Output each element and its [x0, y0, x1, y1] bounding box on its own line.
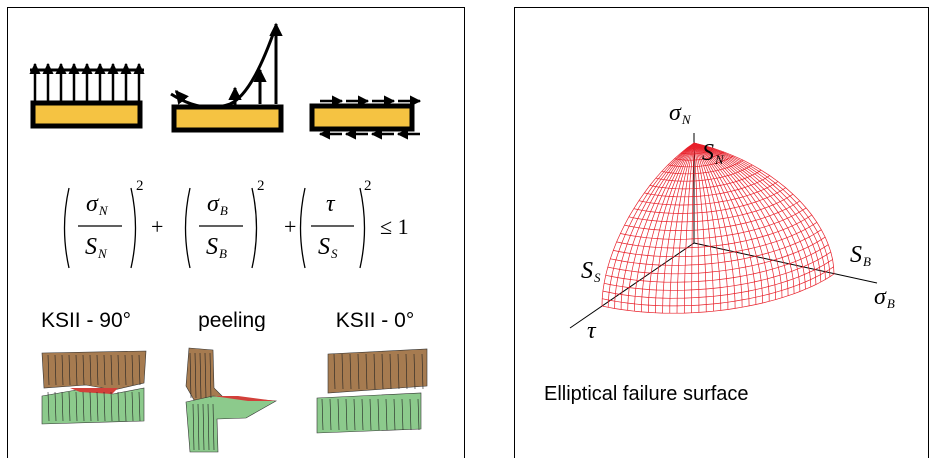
mesh-longitude: [648, 142, 695, 313]
right-panel: σN SN SB σB SS τ Elliptical failure surf…: [514, 7, 929, 458]
formula-num-3: τ: [326, 191, 335, 217]
mesh-longitude: [655, 142, 695, 313]
mesh-longitude: [693, 142, 700, 313]
axis-label-tau: τ: [587, 318, 596, 344]
mesh-longitude: [693, 142, 789, 296]
mesh-longitude: [601, 142, 695, 307]
failure-surface-mesh: [601, 142, 835, 314]
plus-1: +: [151, 214, 164, 239]
mesh-longitude: [693, 142, 757, 305]
mesh-longitude: [693, 142, 750, 306]
mesh-longitude: [676, 142, 695, 314]
strength-label-s-n: SN: [702, 140, 724, 167]
axis-label-sigma-n: σN: [669, 100, 691, 127]
adhesive-layer-shear: [309, 103, 415, 132]
mesh-longitude: [641, 142, 695, 312]
mesh-longitude: [693, 142, 763, 304]
uniform-tension-diagram: [29, 62, 145, 129]
adhesive-layer-peeling: [171, 104, 284, 133]
mesh-longitude: [693, 142, 812, 287]
mesh-longitude: [634, 142, 695, 312]
failure-surface-plot: [569, 133, 878, 329]
mesh-longitude: [693, 142, 822, 283]
mesh-longitude: [691, 142, 695, 313]
left-panel: σN SN 2 + σB SB 2 + τ SS 2 ≤ 1 KSII - 90…: [7, 7, 465, 458]
shear-diagram: [309, 95, 422, 140]
tension-arrows: [29, 62, 145, 101]
formula-relation: ≤ 1: [380, 214, 409, 239]
exponent-1: 2: [136, 178, 144, 194]
mesh-longitude: [693, 142, 817, 285]
mesh-longitude: [693, 142, 729, 310]
mesh-longitude: [693, 142, 707, 312]
strength-label-s-b: SB: [850, 242, 871, 269]
mesh-longitude: [614, 142, 695, 309]
formula-num-1: σN: [86, 191, 108, 218]
formula-den-2: SB: [206, 234, 227, 261]
mesh-longitude: [693, 142, 801, 292]
peel-arrow: [174, 89, 189, 105]
plus-2: +: [284, 214, 297, 239]
mesh-longitude: [693, 142, 831, 277]
mode-label-peeling: peeling: [198, 309, 266, 331]
formula-den-1: SN: [85, 234, 107, 261]
mesh-longitude: [693, 142, 714, 312]
exponent-3: 2: [364, 178, 372, 194]
mesh-longitude: [662, 142, 695, 314]
mesh-longitude: [693, 142, 795, 294]
mode-label-ksii-0: KSII - 0°: [335, 309, 415, 331]
mesh-longitude: [693, 142, 777, 300]
strength-label-s-s: SS: [581, 258, 601, 285]
axis-label-sigma-b: σB: [874, 284, 895, 311]
peeling-load-diagram: [170, 22, 284, 133]
mesh-longitude: [693, 142, 835, 275]
surface-caption: Elliptical failure surface: [544, 383, 749, 405]
mesh-longitude: [693, 142, 826, 280]
load-diagrams: [29, 22, 422, 269]
mesh-latitude: [602, 266, 834, 307]
peel-stress-curve: [170, 25, 278, 109]
exponent-2: 2: [257, 178, 265, 194]
formula-brackets: [63, 187, 366, 269]
adhesive-layer-tension: [30, 100, 143, 129]
tau-axis: [569, 242, 695, 329]
mesh-longitude: [693, 142, 783, 298]
shear-arrows: [318, 95, 422, 140]
mesh-latitude: [607, 236, 826, 275]
mesh-longitude: [693, 142, 770, 302]
mesh-longitude: [620, 142, 695, 310]
mesh-longitude: [607, 142, 695, 308]
formula-den-3: SS: [318, 234, 338, 261]
formula-num-2: σB: [207, 191, 228, 218]
sigma-b-axis: [693, 242, 878, 284]
mesh-longitude: [669, 142, 695, 314]
mesh-longitude: [693, 142, 743, 308]
mode-label-ksii-90: KSII - 90°: [40, 309, 132, 331]
mesh-longitude: [683, 142, 695, 314]
mesh-longitude: [627, 142, 695, 311]
mesh-longitude: [693, 142, 806, 290]
mesh-longitude: [693, 142, 736, 309]
mesh-longitude: [693, 142, 722, 311]
